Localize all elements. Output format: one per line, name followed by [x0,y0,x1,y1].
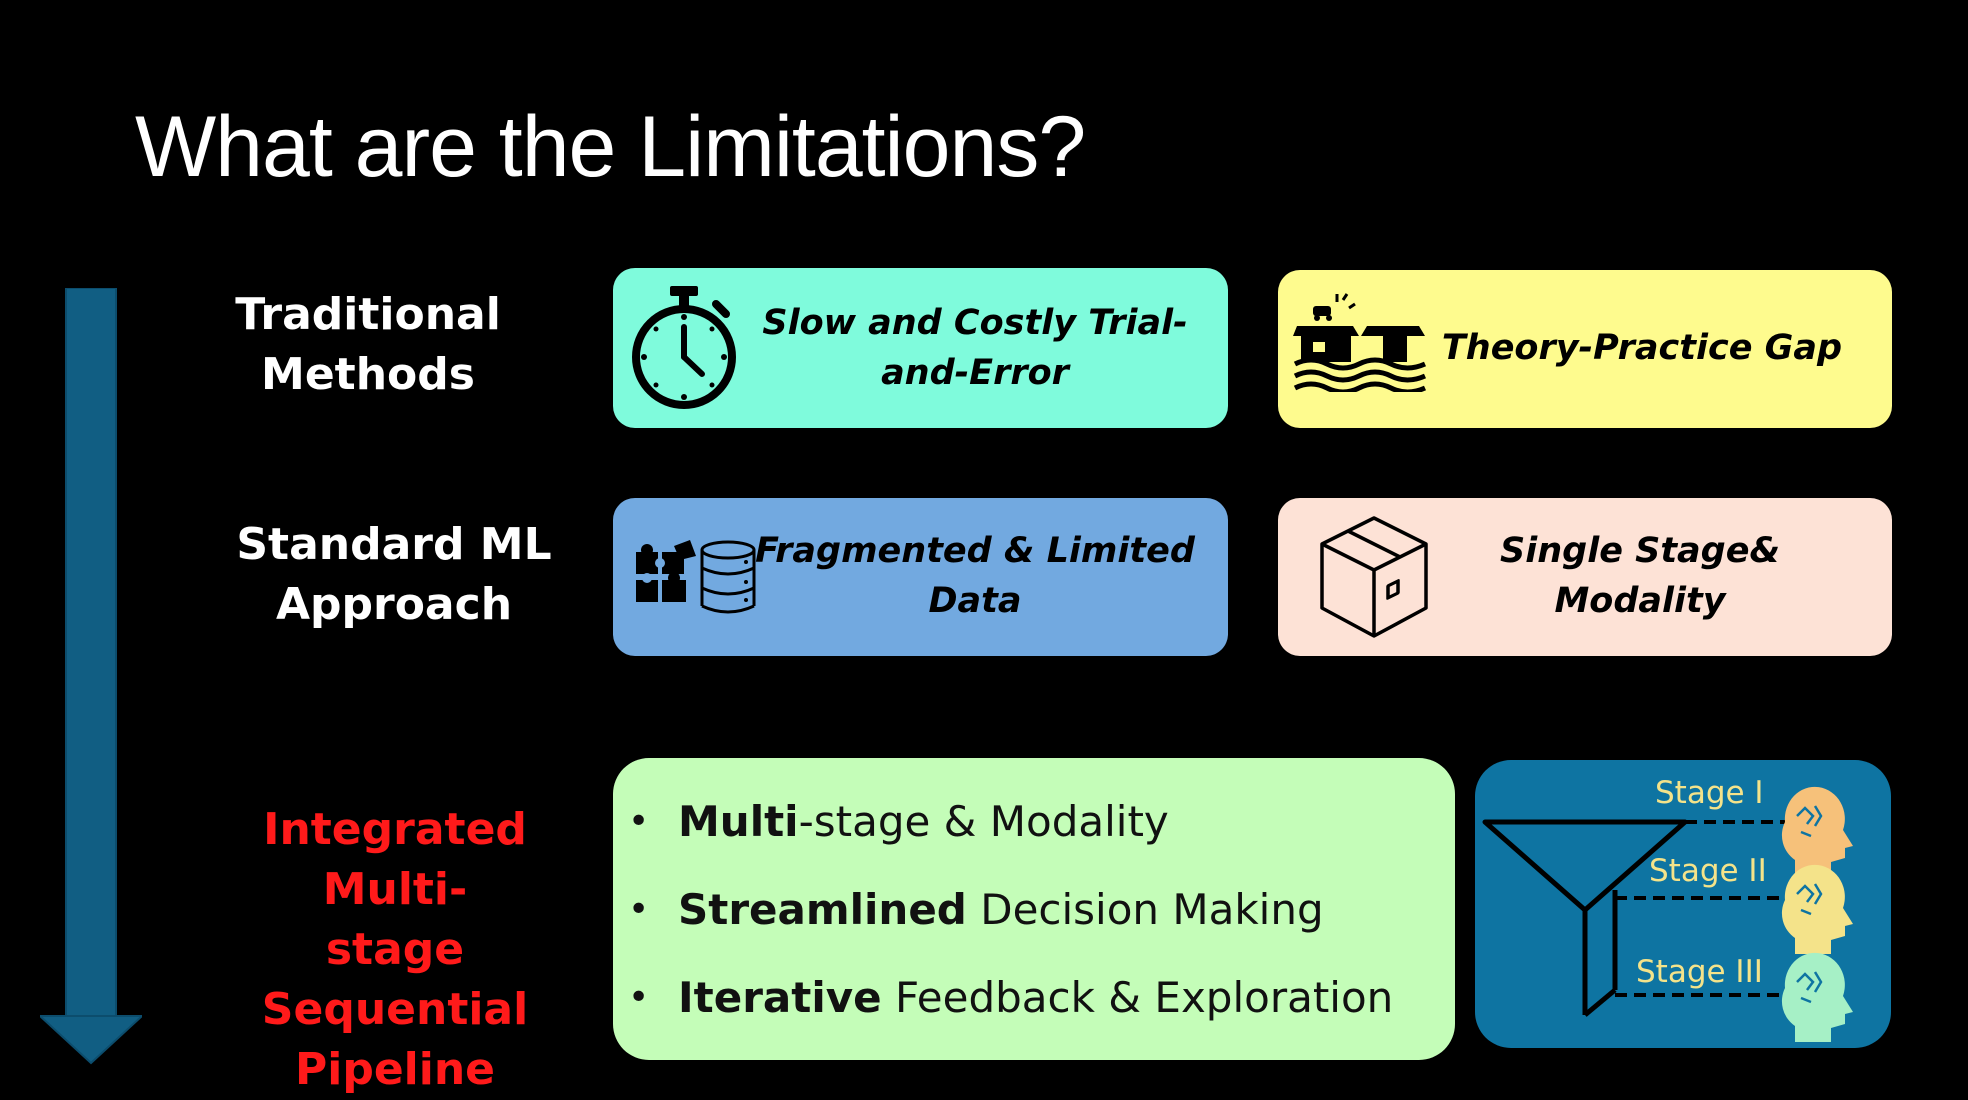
theory-gap-text: Theory-Practice Gap [1441,328,1843,368]
list-item: • Multi-stage & Modality [628,778,1393,866]
row-label-standard-ml: Standard ML Approach [236,519,552,630]
fragmented-data-text: Fragmented & Limited Data [755,531,1195,621]
solution-box [613,758,1455,1060]
list-item: • Iterative Feedback & Exploration [628,954,1393,1042]
flood-house-icon [1293,293,1427,392]
stage-1-label: Stage I [1655,775,1764,811]
list-item: • Streamlined Decision Making [628,866,1393,954]
trial-error-text: Slow and Costly Trial- and-Error [762,303,1188,393]
funnel-pipeline-diagram [1482,786,1853,1042]
stage-3-label: Stage III [1636,954,1763,990]
puzzle-database-icon [636,540,756,614]
head-icons [1781,786,1853,1042]
bullet-dot: • [628,889,650,930]
stage-2-label: Stage II [1649,853,1767,889]
down-arrow-icon [40,288,142,1065]
theory-gap-box [1278,270,1892,428]
row-label-traditional: Traditional Methods [235,289,501,400]
bullet-dot: • [628,977,650,1018]
single-stage-box [1278,498,1892,656]
stopwatch-icon [632,286,736,409]
fragmented-data-box [613,498,1228,656]
trial-error-box [613,268,1228,428]
single-stage-text: Single Stage& Modality [1500,531,1780,621]
slide-title: What are the Limitations? [135,99,1086,195]
solution-bullet-list: • Multi-stage & Modality • Streamlined D… [628,778,1393,1042]
box-icon [1320,516,1428,638]
bullet-dot: • [628,801,650,842]
row-label-integrated: Integrated Multi- stage Sequential Pipel… [261,804,529,1095]
